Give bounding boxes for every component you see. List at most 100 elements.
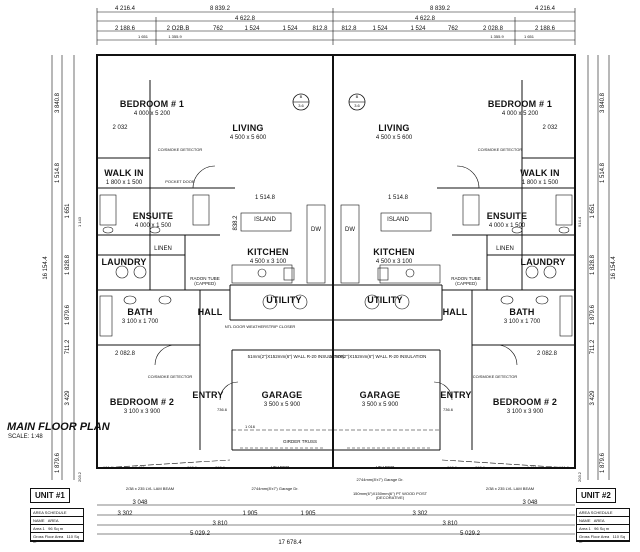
u2-entry-dim: 736.6 (442, 407, 454, 412)
dim-left-seg-6: 3 429 (65, 390, 71, 406)
u1-living-size: 4 500 x 5 600 (229, 135, 267, 141)
u1-hall: HALL (197, 307, 223, 317)
dim-right-seg-0: 3 840.8 (600, 92, 606, 114)
u2-hall: HALL (442, 307, 468, 317)
dim-left-seg-1: 1 514.8 (55, 162, 61, 184)
area-schedule-header: NAME AREA (31, 517, 83, 525)
dim-right-side-total: 16 154.4 (611, 256, 617, 280)
area-schedule-row-2-area: 110 Sq m (33, 534, 79, 544)
dim-bottom-0: 3 048 (132, 500, 148, 506)
u2-bedroom1-name: BEDROOM # 1 (487, 99, 553, 109)
dim-bottom-2: 1 905 (242, 511, 258, 517)
u1-kitchen-name: KITCHEN (247, 247, 289, 257)
area-schedule-title-2: AREA SCHEDULE (577, 509, 629, 517)
section-marker-sheet: 3.6 (298, 103, 304, 108)
dim-left-seg-8: 203.2 (77, 471, 82, 483)
area-schedule-row-2-name: Gross Floor Area (33, 534, 64, 539)
u2-bed2-width: 2 082.8 (536, 351, 558, 357)
area-schedule-title: AREA SCHEDULE (31, 509, 83, 517)
dim-right-seg-8: 203.2 (577, 471, 582, 483)
u1-door-note: NTL DOOR WEATHERSTRIP CLOSER (224, 324, 296, 329)
dim-top-row-left-4: 1 524 (282, 26, 298, 32)
dim-small-a: 914.4 (577, 216, 582, 228)
u1-bed-width: 2 032 (112, 125, 128, 131)
u2-utility: UTILITY (367, 295, 403, 305)
dim-top-a: 1 355.9 (168, 34, 182, 39)
u2-bedroom2-size: 3 100 x 3 900 (506, 409, 544, 415)
u1-island: ISLAND (254, 217, 276, 223)
dim-right-seg-4: 1 879.6 (590, 304, 596, 326)
area-schedule-header-name: NAME (33, 518, 45, 523)
u1-laundry: LAUNDRY (101, 257, 147, 267)
u1-radon-note: RADON TUBE (CAPPED) (190, 276, 220, 286)
section-marker-sheet-2: 3.6 (354, 103, 360, 108)
u1-header: HEADER (270, 465, 290, 470)
dim-bottom-small-5: 101.6 (558, 465, 570, 470)
u1-wall-note: 51mm(2")X152mm(6") WALL R-20 INSULATION (247, 354, 345, 359)
unit-2-tag: UNIT #2 (576, 488, 616, 503)
area-schedule-header-name-2: NAME (579, 518, 591, 523)
u2-garage-door: 2744mm(8'x7') Garage Dr. (356, 477, 404, 482)
dim-right-outer-top: 4 216.4 (534, 6, 556, 12)
dim-overall-bottom: 17 678.4 (278, 540, 302, 546)
dim-bottom-small-1: 1 651 (134, 465, 146, 470)
u2-co-detector-2: CO/SMOKE DETECTOR (472, 374, 518, 379)
drawing-scale: SCALE: 1:48 (8, 434, 43, 440)
u1-garage-door: 2744mm(8'x7') Garage Dr. (251, 486, 299, 491)
dim-top-row-left-0: 2 188.6 (114, 26, 136, 32)
dim-left-inner-top: 4 622.8 (234, 16, 256, 22)
area-schedule-row-2-area-2: 110 Sq m (579, 534, 625, 544)
area-schedule-unit1: AREA SCHEDULE NAME AREA Area 1 96 Sq m G… (30, 508, 84, 544)
dim-overall-top-2: 8 839.2 (429, 6, 451, 12)
u1-bed2-width: 2 082.8 (114, 351, 136, 357)
dim-bottom2-1: 3 810 (442, 521, 458, 527)
u2-kitchen-size: 4 500 x 3 100 (375, 259, 413, 265)
u1-entry: ENTRY (192, 390, 224, 400)
u1-walkin-size: 1 800 x 1 500 (105, 180, 143, 186)
dim-left-seg-7: 1 879.6 (55, 452, 61, 474)
u1-island-h: 838.2 (233, 215, 239, 231)
u1-living-name: LIVING (232, 123, 264, 133)
u2-lam-beam: 2/38 x 235 LVL LAM BEAM (485, 486, 535, 491)
u1-garage-name: GARAGE (261, 390, 303, 400)
dim-right-seg-2: 1 651 (590, 203, 596, 219)
u1-entry-dim: 736.6 (216, 407, 228, 412)
u2-ensuite-size: 4 000 x 1 500 (488, 223, 526, 229)
u2-bedroom1-size: 4 000 x 5 200 (501, 111, 539, 117)
dim-top-b: 1 651 (137, 34, 149, 39)
u2-living-size: 4 500 x 5 600 (375, 135, 413, 141)
u1-kitchen-size: 4 500 x 3 100 (249, 259, 287, 265)
area-schedule-header-2: NAME AREA (577, 517, 629, 525)
u1-bedroom1-size: 4 000 x 5 200 (133, 111, 171, 117)
u1-island-width: 1 514.8 (254, 195, 276, 201)
dim-right-seg-6: 3 429 (590, 390, 596, 406)
u1-ensuite-size: 4 000 x 1 500 (134, 223, 172, 229)
u1-bath-name: BATH (127, 307, 153, 317)
drawing-title: MAIN FLOOR PLAN (7, 421, 110, 433)
dim-top-row-right-4: 2 028.8 (482, 26, 504, 32)
dim-top-row-right-5: 2 188.6 (534, 26, 556, 32)
dim-top-row-right-0: 812.8 (341, 26, 357, 32)
dim-top-a-2: 1 355.9 (490, 34, 504, 39)
area-schedule-row-1: Area 1 96 Sq m (31, 525, 83, 533)
area-schedule-header-area: AREA (47, 518, 59, 523)
u2-walkin-name: WALK IN (520, 168, 560, 178)
dim-bottom-small-2: 863.6 (186, 465, 198, 470)
u2-bed-width: 2 032 (542, 125, 558, 131)
dim-right-inner-top: 4 622.8 (414, 16, 436, 22)
dim-bottom-3: 1 905 (300, 511, 316, 517)
u2-ensuite-name: ENSUITE (486, 211, 528, 221)
u1-linen: LINEN (154, 246, 172, 252)
u1-bedroom1-name: BEDROOM # 1 (119, 99, 185, 109)
u2-entry: ENTRY (440, 390, 472, 400)
u2-walkin-size: 1 800 x 1 500 (521, 180, 559, 186)
dim-top-b-2: 1 651 (523, 34, 535, 39)
u1-ensuite-name: ENSUITE (132, 211, 174, 221)
u2-bath-name: BATH (509, 307, 535, 317)
area-schedule-row-1-area: 96 Sq m (48, 526, 64, 531)
dim-top-row-right-2: 1 524 (410, 26, 426, 32)
dim-bottom2-0: 3 810 (212, 521, 228, 527)
dim-bottom3-0: 5 029.2 (189, 531, 211, 537)
u2-island-width: 1 514.8 (387, 195, 409, 201)
u2-garage-size: 3 500 x 5 900 (361, 402, 399, 408)
